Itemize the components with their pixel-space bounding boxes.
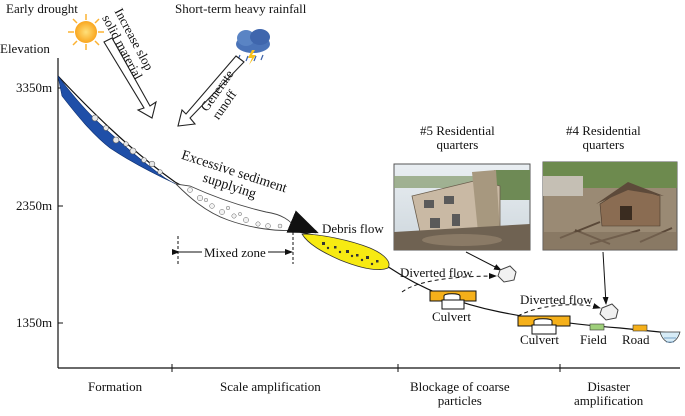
callout-res4 [602, 251, 609, 305]
trigger-drought: Early drought [6, 1, 78, 16]
stage-disaster-amplification: Disaster amplification [574, 379, 644, 409]
trigger-rainfall: Short-term heavy rainfall [175, 1, 307, 16]
water-icon [659, 331, 681, 343]
photo-residential-5 [393, 163, 531, 251]
culvert-2 [517, 315, 571, 335]
debris-flow-label: Debris flow [322, 221, 384, 236]
upper-boulders [91, 114, 163, 175]
debris-flow-arrow [286, 210, 319, 234]
diverted-flow-1-path [401, 273, 497, 293]
mixed-zone-label: Mixed zone [202, 245, 268, 261]
debris-particles [322, 242, 379, 266]
rainfall-arrow [177, 55, 245, 127]
culvert-2-label: Culvert [520, 332, 559, 347]
boulder-1 [497, 265, 517, 283]
diverted-flow-2-path [517, 303, 601, 317]
rain-cloud-icon [236, 29, 270, 65]
stage-formation: Formation [88, 379, 143, 394]
upper-deposit [57, 75, 177, 185]
drought-arrow [103, 37, 157, 119]
y-axis-title: Elevation [0, 41, 50, 56]
road-marker [632, 324, 648, 332]
road-label: Road [622, 332, 650, 347]
diverted-flow-2-label: Diverted flow [520, 292, 593, 307]
sediment-particles [187, 187, 283, 229]
stage-scale-amplification: Scale amplification [220, 379, 321, 394]
photo-residential-4 [542, 161, 678, 251]
y-tick-2350: 2350m [16, 198, 53, 213]
culvert-1 [429, 290, 477, 310]
debris-flow-body [301, 233, 390, 270]
y-tick-3350: 3350m [16, 80, 53, 95]
y-tick-1350: 1350m [16, 315, 53, 330]
sun-icon [68, 14, 104, 50]
field-label: Field [580, 332, 607, 347]
culvert-1-label: Culvert [432, 309, 471, 324]
boulder-2 [599, 303, 619, 321]
residential-5-title: #5 Residential quarters [420, 123, 495, 153]
callout-res5 [465, 251, 502, 271]
residential-4-title: #4 Residential quarters [566, 123, 641, 153]
field-marker [589, 323, 605, 331]
diverted-flow-1-label: Diverted flow [400, 265, 473, 280]
stage-blockage: Blockage of coarse particles [410, 379, 510, 409]
